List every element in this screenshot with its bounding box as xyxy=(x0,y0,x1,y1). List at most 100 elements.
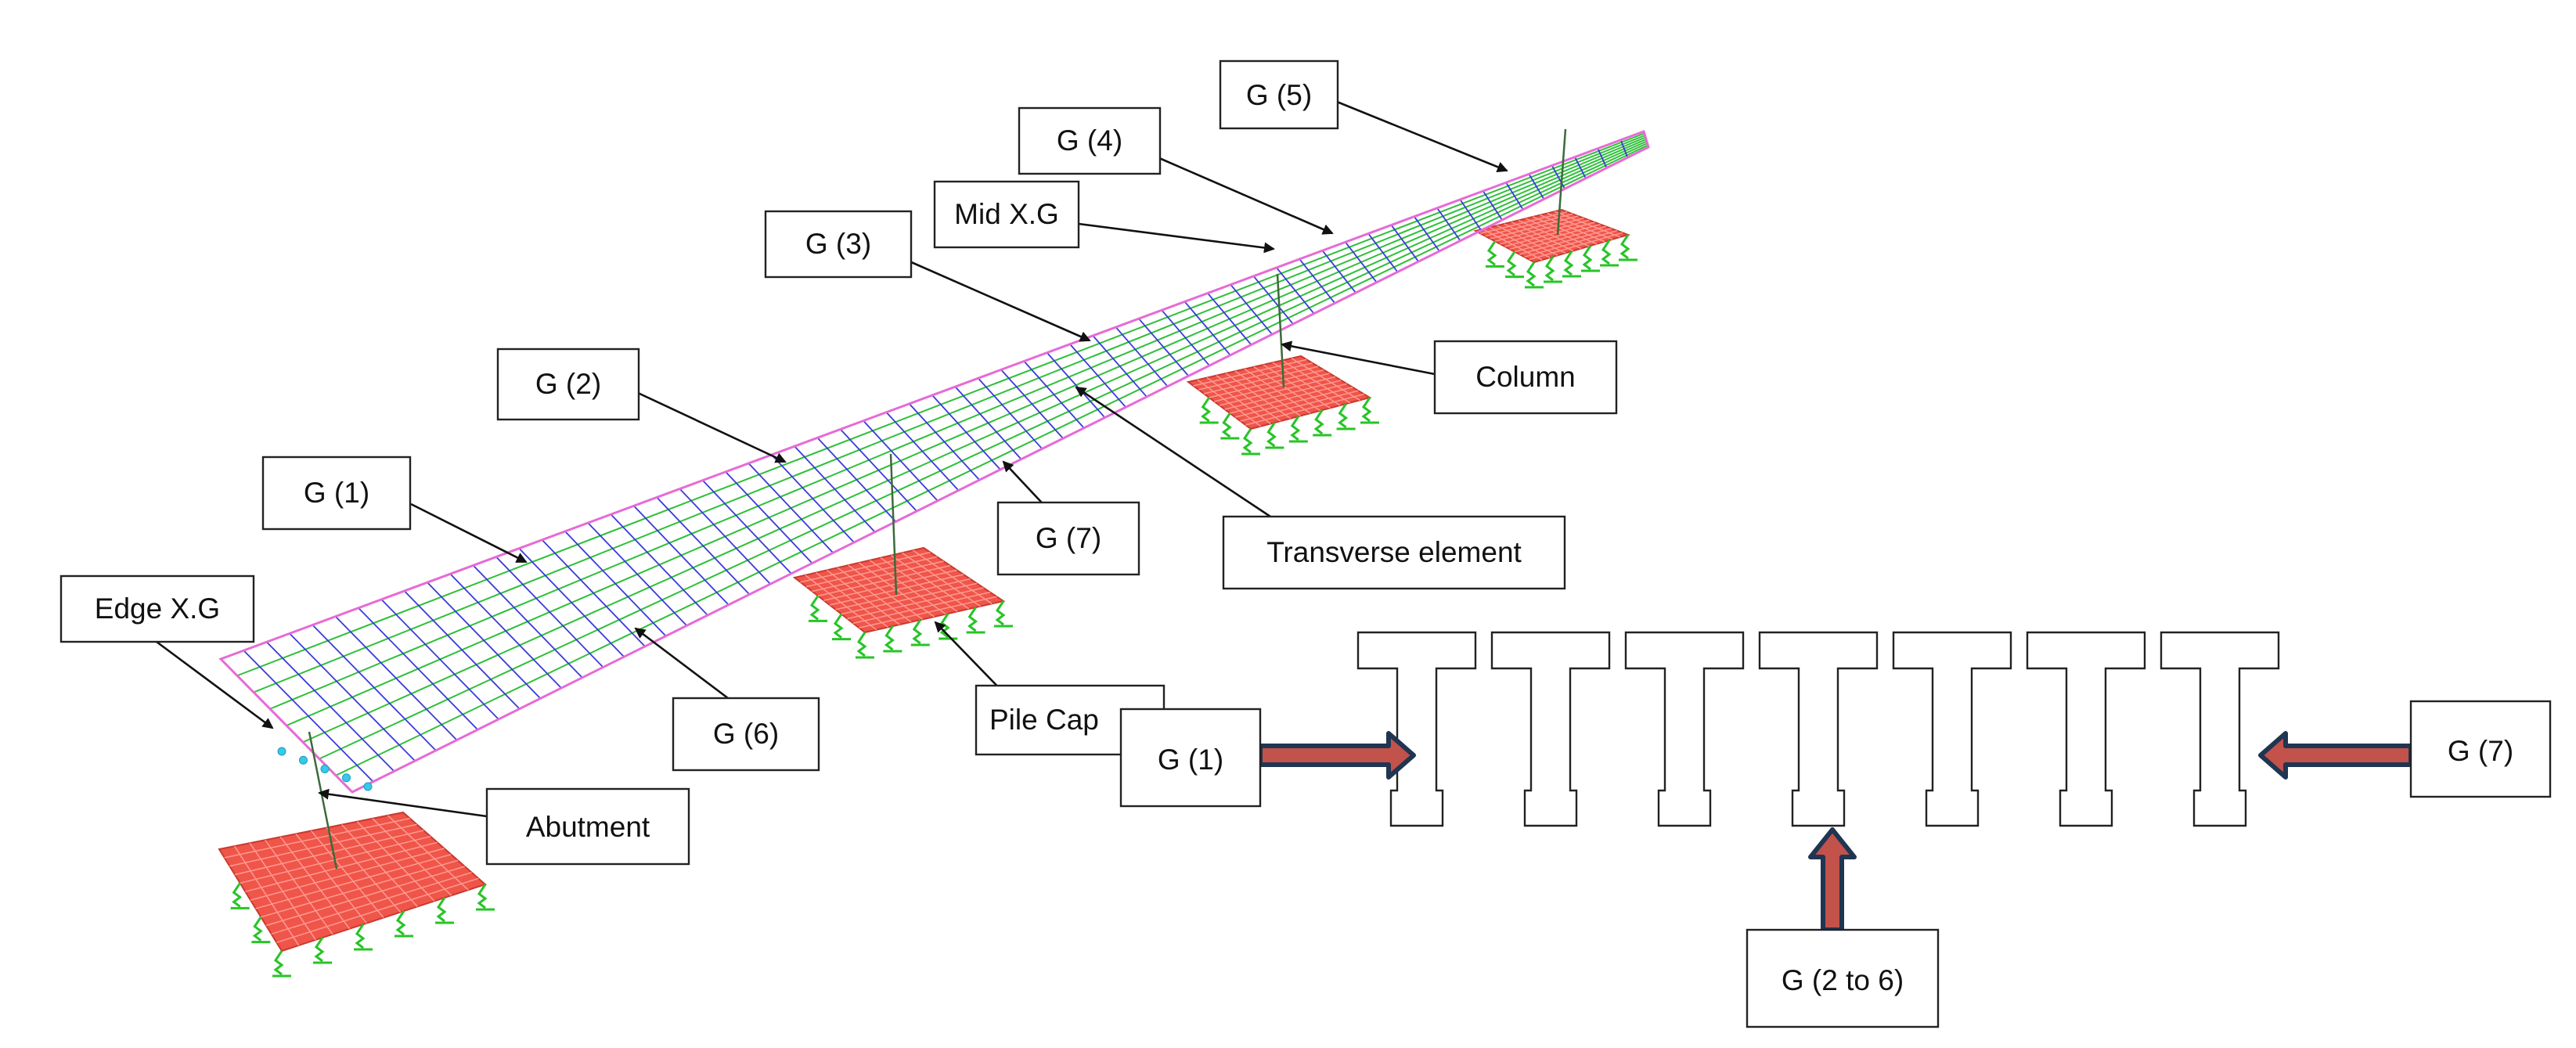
label-g4-text: G (4) xyxy=(1057,124,1122,157)
leader-edge-xg xyxy=(156,640,274,729)
transverse-element-line xyxy=(1046,352,1106,419)
pile-caps xyxy=(218,208,1637,978)
section-label-g1: G (1) xyxy=(1119,708,1262,808)
transverse-element-line xyxy=(748,463,834,553)
label-column: Column xyxy=(1433,340,1618,415)
leader-abutment xyxy=(318,788,488,818)
transverse-element-line xyxy=(1207,292,1252,346)
transverse-element-line xyxy=(403,590,521,710)
transverse-element-line xyxy=(1459,199,1483,231)
label-edge-xg: Edge X.G xyxy=(59,574,255,643)
pile-cap-grid-line xyxy=(1554,211,1621,238)
transverse-element-line xyxy=(1345,241,1378,283)
support-spring xyxy=(354,924,373,951)
transverse-element-line xyxy=(931,394,1001,470)
leader-g5 xyxy=(1336,100,1508,172)
transverse-element-line xyxy=(1138,318,1190,376)
transverse-element-line xyxy=(1367,232,1399,273)
columns xyxy=(308,128,1567,870)
transverse-element-line xyxy=(1390,225,1419,262)
deck-grillage xyxy=(218,130,1650,794)
support-spring xyxy=(910,619,930,646)
pile-cap-grid-line xyxy=(1291,358,1360,401)
support-spring xyxy=(1525,261,1544,289)
transverse-element-line xyxy=(816,437,897,523)
support-spring xyxy=(435,897,454,924)
transverse-element-line xyxy=(1276,267,1315,315)
transverse-element-line xyxy=(334,616,458,741)
support-spring xyxy=(1544,256,1562,283)
arrow-g7 xyxy=(2258,731,2413,780)
pile-cap-grid-line xyxy=(1245,393,1364,426)
deck-outline xyxy=(218,130,1650,794)
label-edge-xg-text: Edge X.G xyxy=(95,592,220,625)
transverse-element-line xyxy=(1597,148,1608,168)
label-g2-text: G (2) xyxy=(535,368,601,400)
label-g1-text: G (1) xyxy=(304,477,369,509)
section-label-g1-text: G (1) xyxy=(1158,744,1223,776)
pile-cap-3 xyxy=(1186,355,1379,456)
column-line xyxy=(1556,128,1567,236)
pile-cap-grid-line xyxy=(859,596,997,628)
transverse-element-line xyxy=(266,641,395,772)
transverse-element-line xyxy=(1069,344,1126,408)
pile-cap-4 xyxy=(1473,208,1637,289)
transverse-element-line xyxy=(954,386,1022,460)
transverse-element-line xyxy=(1414,216,1440,252)
support-spring xyxy=(272,950,291,978)
support-spring xyxy=(1265,422,1284,449)
transverse-element-line xyxy=(1528,173,1545,200)
section-label-g2-to-g6-text: G (2 to 6) xyxy=(1782,964,1904,996)
label-g6: G (6) xyxy=(672,697,820,772)
pile-cap-supports xyxy=(1199,397,1379,456)
abutment-node xyxy=(277,747,286,756)
transverse-element-line xyxy=(1230,284,1273,335)
support-spring xyxy=(1486,240,1504,268)
leader-g4 xyxy=(1158,157,1334,235)
transverse-element-line xyxy=(885,412,960,492)
section-label-g7-text: G (7) xyxy=(2448,735,2513,767)
support-spring xyxy=(1619,234,1637,261)
transverse-element-line xyxy=(725,471,813,564)
leader-g2 xyxy=(637,391,787,463)
transverse-element-line xyxy=(1619,139,1629,158)
label-g5-text: G (5) xyxy=(1246,79,1312,111)
transverse-element-line xyxy=(656,496,751,596)
label-g7: G (7) xyxy=(996,501,1140,576)
support-spring xyxy=(1313,409,1332,437)
transverse-element-line xyxy=(587,522,688,626)
transverse-element-line xyxy=(1252,276,1294,325)
label-g4: G (4) xyxy=(1018,106,1162,175)
label-pile-cap-text: Pile Cap xyxy=(989,704,1099,736)
leader-column xyxy=(1281,340,1436,376)
pile-cap-supports xyxy=(1486,234,1637,289)
transverse-element-line xyxy=(610,513,708,616)
support-spring xyxy=(476,884,495,911)
girder-2 xyxy=(1490,631,1611,827)
girder-3 xyxy=(1624,631,1745,827)
support-spring xyxy=(313,937,332,964)
label-transverse-element-text: Transverse element xyxy=(1266,536,1522,568)
support-spring xyxy=(395,910,413,938)
column-line xyxy=(308,731,338,870)
abutment-node xyxy=(299,755,308,765)
transverse-element-line xyxy=(679,488,771,585)
transverse-element-line xyxy=(1321,250,1356,294)
label-column-text: Column xyxy=(1475,361,1576,393)
transverse-element-line xyxy=(541,539,646,647)
pile-cap-grid-line xyxy=(852,591,991,625)
girder-7 xyxy=(2160,631,2280,827)
transverse-element-line xyxy=(1299,258,1336,304)
transverse-element-line xyxy=(495,556,604,668)
support-spring xyxy=(994,600,1013,628)
transverse-element-line xyxy=(472,564,583,679)
transverse-element-line xyxy=(863,420,939,502)
support-spring xyxy=(1288,416,1308,443)
transverse-element-line xyxy=(449,573,562,689)
support-spring xyxy=(856,632,874,659)
abutment-nodes xyxy=(277,747,373,791)
transverse-element-line xyxy=(380,599,499,720)
transverse-element-line xyxy=(564,531,667,637)
leader-mid-xg xyxy=(1078,222,1275,254)
